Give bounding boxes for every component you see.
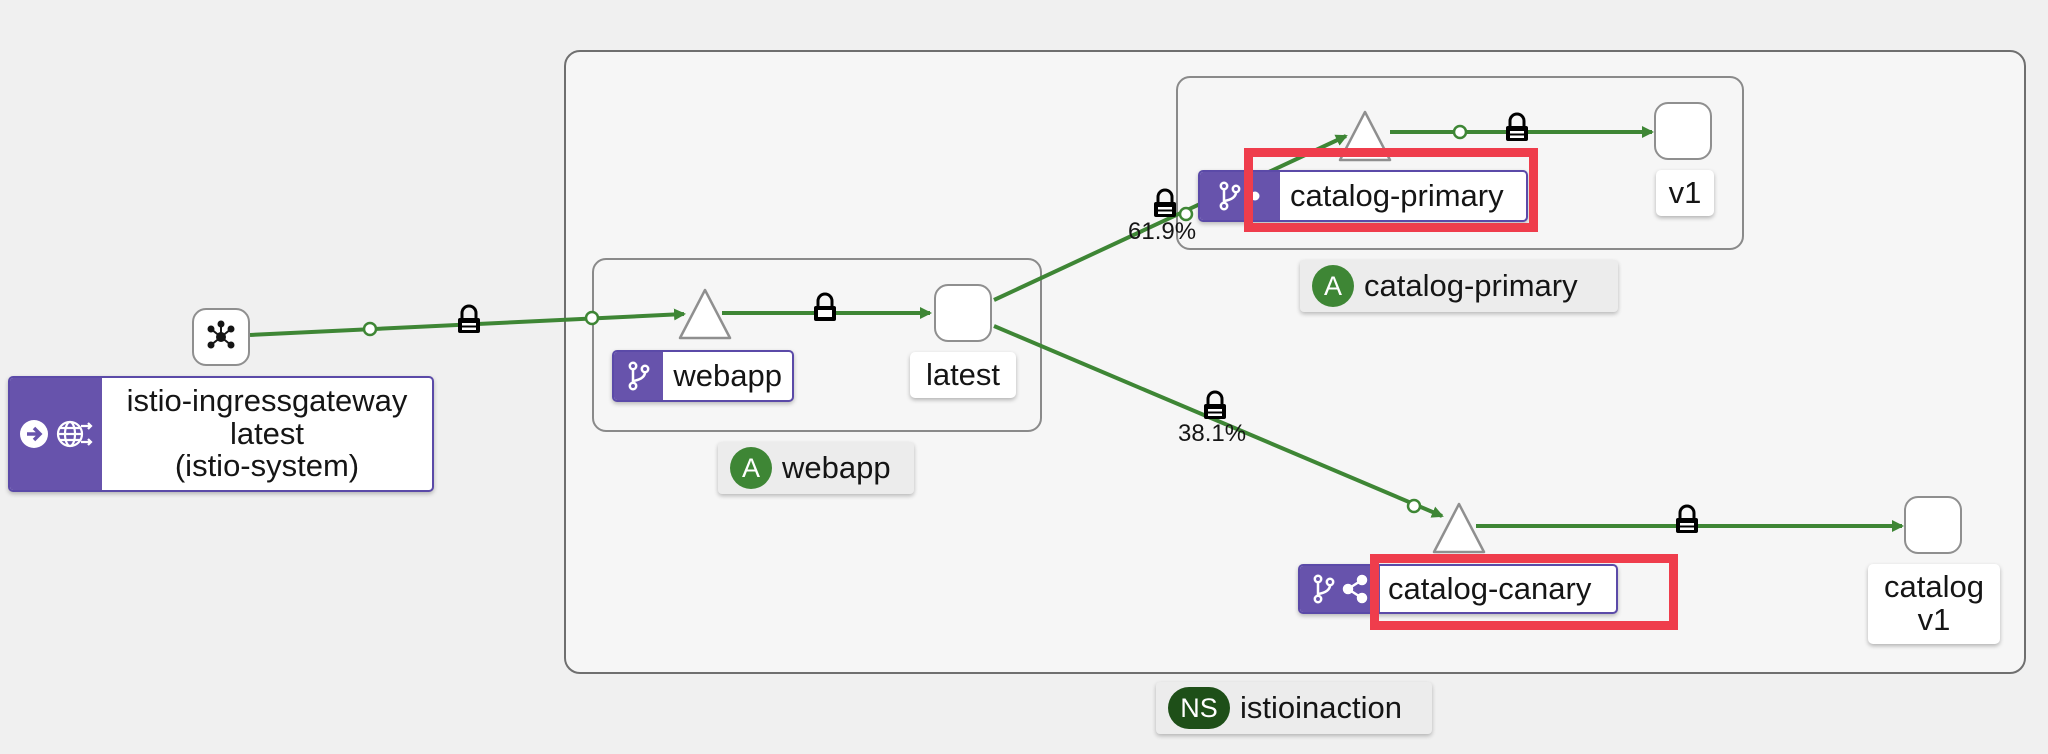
service-name-catalog-canary: catalog-canary bbox=[1388, 571, 1592, 606]
workload-node-webapp-latest[interactable] bbox=[934, 284, 992, 342]
app-label-webapp[interactable]: A webapp bbox=[718, 442, 914, 494]
namespace-name: istioinaction bbox=[1240, 690, 1402, 725]
app-label-catalog-primary[interactable]: A catalog-primary bbox=[1300, 260, 1618, 312]
workload-label-catalog-primary-v1[interactable]: v1 bbox=[1656, 170, 1714, 216]
service-node-webapp[interactable] bbox=[676, 286, 734, 342]
edge-label-primary-pct: 61.9% bbox=[1128, 218, 1197, 245]
workload-label-webapp-latest[interactable]: latest bbox=[910, 352, 1016, 398]
branch-icon bbox=[1219, 181, 1241, 211]
branch-icon bbox=[1313, 574, 1335, 604]
edge-latest-to-catalog-primary bbox=[993, 134, 1348, 302]
workload-node-catalog-v1[interactable] bbox=[1904, 496, 1962, 554]
service-label-webapp[interactable]: webapp bbox=[612, 350, 794, 402]
namespace-badge: NS bbox=[1168, 687, 1230, 729]
service-name-catalog-primary: catalog-primary bbox=[1290, 178, 1504, 213]
branch-icon bbox=[628, 361, 650, 391]
lock-icon-webapp-edge bbox=[814, 292, 836, 321]
service-label-catalog-canary[interactable]: catalog-canary bbox=[1298, 564, 1618, 614]
edge-label-canary-pct: 38.1% bbox=[1178, 420, 1247, 447]
service-name-webapp: webapp bbox=[673, 358, 782, 393]
highlight-catalog-primary bbox=[1244, 148, 1538, 232]
workload-label-catalog-v1[interactable]: catalog v1 bbox=[1868, 564, 2000, 644]
service-node-catalog-canary[interactable] bbox=[1430, 500, 1488, 556]
lock-icon-primary-v1-edge bbox=[1506, 112, 1528, 141]
highlight-catalog-canary bbox=[1370, 554, 1678, 630]
workload-version-v1: v1 bbox=[1917, 602, 1951, 637]
ingress-gateway-label[interactable]: istio-ingressgateway latest (istio-syste… bbox=[8, 376, 434, 492]
service-badge bbox=[1300, 566, 1380, 612]
workload-node-catalog-primary-v1[interactable] bbox=[1654, 102, 1712, 160]
app-badge: A bbox=[730, 447, 772, 489]
namespace-label[interactable]: NS istioinaction bbox=[1156, 682, 1432, 734]
service-badge bbox=[614, 352, 664, 400]
lock-icon-canary-edge bbox=[1204, 390, 1226, 419]
ingress-gateway-node[interactable] bbox=[192, 308, 250, 366]
lock-icon-primary-edge bbox=[1154, 188, 1176, 217]
lock-icon-canary-v1-edge bbox=[1676, 504, 1698, 533]
arrow-right-circle-icon bbox=[20, 420, 48, 448]
globe-gateway-icon bbox=[56, 420, 93, 448]
share-icon bbox=[1342, 574, 1368, 604]
app-badge: A bbox=[1312, 265, 1354, 307]
service-label-catalog-primary[interactable]: catalog-primary bbox=[1198, 170, 1528, 222]
ingress-name: istio-ingressgateway bbox=[126, 383, 408, 419]
mesh-icon bbox=[207, 320, 235, 349]
edge-latest-to-catalog-canary bbox=[993, 324, 1444, 518]
app-name-catalog-primary: catalog-primary bbox=[1364, 268, 1578, 303]
workload-name-catalog: catalog bbox=[1884, 569, 1984, 605]
lock-icon-ingress-edge bbox=[458, 304, 480, 333]
ingress-namespace: (istio-system) bbox=[174, 448, 360, 484]
ingress-version: latest bbox=[229, 415, 305, 451]
app-name-webapp: webapp bbox=[782, 450, 891, 485]
ingress-badge bbox=[10, 378, 102, 490]
